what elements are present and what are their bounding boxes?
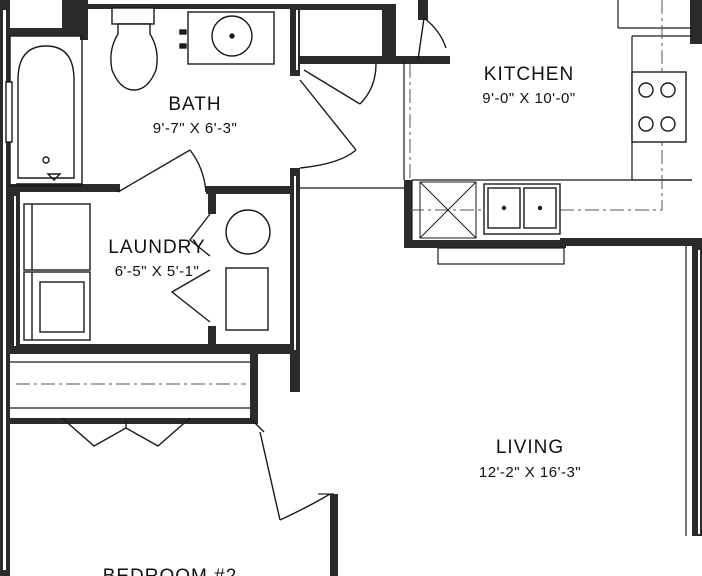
wall-segment xyxy=(208,194,216,214)
washer-dryer xyxy=(23,203,91,341)
wall-segment xyxy=(404,180,412,248)
water-heater xyxy=(225,209,271,331)
wall-segment xyxy=(250,352,258,424)
wall-segment xyxy=(10,28,82,36)
bathtub xyxy=(5,35,83,187)
room-dimensions-laundry: 6'-5" X 5'-1" xyxy=(115,263,200,280)
doors xyxy=(61,17,447,521)
range xyxy=(631,71,687,143)
wall-segment xyxy=(80,4,300,9)
dishwasher xyxy=(419,181,477,239)
wall-segment xyxy=(382,4,390,64)
wall-segment xyxy=(10,344,300,354)
kitchen-sink xyxy=(483,183,561,235)
room-dimensions-bath: 9'-7" X 6'-3" xyxy=(153,120,238,137)
wall-segment xyxy=(390,4,396,64)
wall-segment xyxy=(300,4,390,10)
room-label-bath: BATH xyxy=(168,94,221,115)
wall-segment xyxy=(206,186,298,194)
room-label-laundry: LAUNDRY xyxy=(108,237,205,258)
wall-segment xyxy=(390,56,450,64)
wall-segment xyxy=(560,238,702,246)
wall-segment xyxy=(62,0,80,30)
room-label-kitchen: KITCHEN xyxy=(484,64,574,85)
room-label-bedroom-2: BEDROOM #2 xyxy=(103,566,238,576)
wall-segment xyxy=(10,418,258,424)
wall-segment xyxy=(290,4,300,76)
wall-segment xyxy=(300,56,382,64)
wall-segment xyxy=(692,246,702,536)
wall-segment xyxy=(330,494,338,576)
wall-segment xyxy=(208,326,216,348)
wall-hollows xyxy=(3,10,700,570)
room-dimensions-living: 12'-2" X 16'-3" xyxy=(479,464,581,481)
toilet xyxy=(110,7,158,91)
wall-segment xyxy=(404,240,566,248)
wall-segment xyxy=(10,184,120,192)
room-label-living: LIVING xyxy=(496,437,564,458)
wall-segment xyxy=(690,0,702,44)
wall-segment xyxy=(80,0,88,40)
thin-lines xyxy=(10,0,692,536)
wall-segment xyxy=(290,352,300,392)
room-dimensions-kitchen: 9'-0" X 10'-0" xyxy=(482,90,575,107)
vanity xyxy=(179,11,275,65)
wall-segment xyxy=(418,0,428,20)
